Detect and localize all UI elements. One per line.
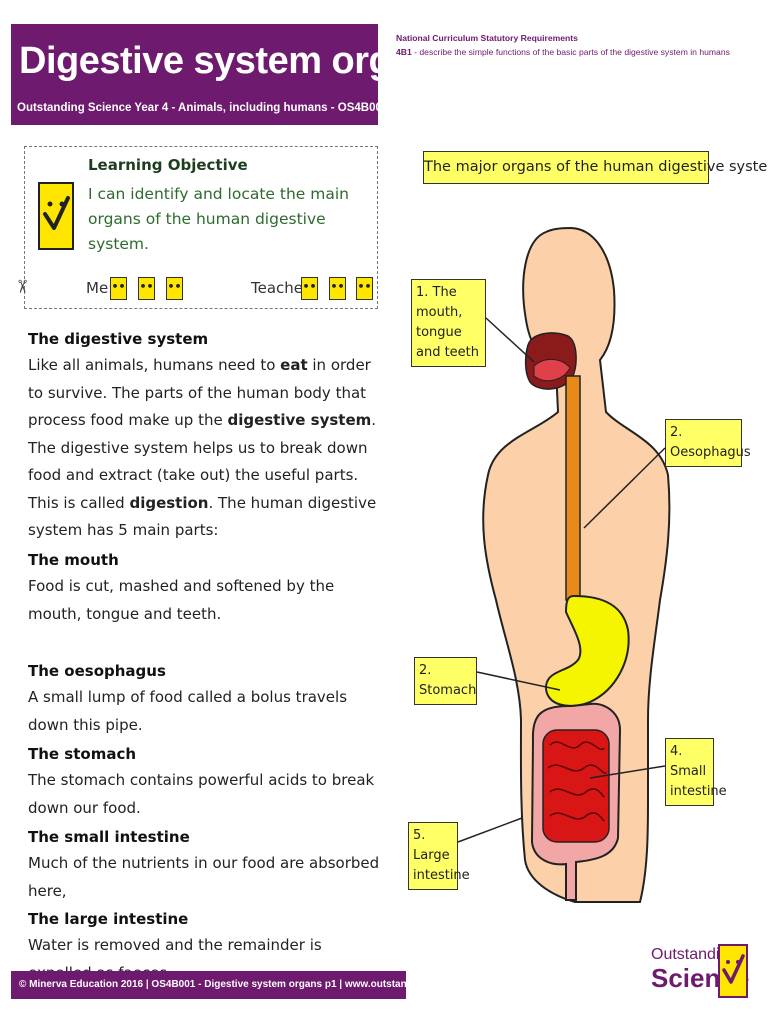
leader-mouth [485,317,535,363]
section-text: Like all animals, humans need to eat in … [28,352,388,545]
curriculum-requirement-text: - describe the simple functions of the b… [411,47,730,57]
title-banner: Digestive system organs Outstanding Scie… [11,24,456,125]
leader-stomach [476,671,561,691]
label-small-intestine: 4. Small intestine [665,738,727,806]
stomach-organ [544,594,630,707]
footer-bar: © Minerva Education 2016 | OS4B001 - Dig… [11,971,493,999]
leader-large-intestine [457,817,523,843]
me-smiley-icon[interactable]: •• [138,277,155,300]
curriculum-heading: National Curriculum Statutory Requiremen… [396,33,578,43]
text-run: in order to survive. The parts of the hu… [28,356,371,429]
section-digestive-system: The digestive system Like all animals, h… [28,326,388,545]
curriculum-note: National Curriculum Statutory Requiremen… [396,31,730,59]
teacher-smiley-icon[interactable]: •• [301,277,318,300]
tick-smiley-icon [718,944,748,998]
me-smiley-icon[interactable]: •• [110,277,127,300]
tick-smiley-icon [38,182,74,250]
teacher-smiley-icon[interactable]: •• [329,277,346,300]
bold-term: digestion [129,493,209,512]
label-large-intestine: 5. Large intestine [408,822,470,890]
section-heading: The digestive system [28,330,209,348]
section-small-intestine: The small intestine Much of the nutrient… [28,824,388,905]
section-stomach: The stomach The stomach contains powerfu… [28,741,388,822]
diagram-title: The major organs of the human digestive … [423,151,768,184]
text-run: . The human digestive system has 5 main … [28,493,377,540]
page-title: Digestive system organs [19,40,456,82]
learning-objective-box [24,146,378,309]
label-stomach: 2. Stomach [414,657,477,705]
section-text: Much of the nutrients in our food are ab… [28,854,380,900]
small-intestine-coils [547,741,607,822]
logo-line-1: Outstanding [651,946,738,963]
text-run: . The digestive system helps us to break… [28,411,377,512]
teacher-smiley-icon[interactable]: •• [356,277,373,300]
learning-objective-text: I can identify and locate the main organ… [88,185,349,253]
label-oesophagus: 2. Oesophagus [665,419,751,467]
me-smiley-icon[interactable]: •• [166,277,183,300]
curriculum-code: 4B1 [396,47,412,57]
bold-term: digestive system [227,411,372,429]
section-mouth: The mouth Food is cut, mashed and soften… [28,547,388,628]
section-heading: The oesophagus [28,662,166,680]
section-heading: The small intestine [28,828,190,846]
section-oesophagus: The oesophagus A small lump of food call… [28,658,388,739]
oesophagus-organ [565,375,581,601]
teacher-label: Teacher: [251,279,314,297]
page-subtitle: Outstanding Science Year 4 - Animals, in… [17,102,389,114]
me-label: Me: [86,279,114,297]
text-run: Like all animals, humans need to [28,356,281,374]
leader-small-intestine [589,765,666,779]
section-heading: The mouth [28,551,119,569]
bold-term: eat [280,356,308,374]
section-heading: The large intestine [28,910,189,928]
leader-oesophagus [583,447,666,529]
learning-objective-title: Learning Objective [88,156,248,174]
section-heading: The stomach [28,745,137,763]
section-text: Food is cut, mashed and softened by the … [28,577,335,623]
label-mouth: 1. The mouth, tongue and teeth [411,279,486,367]
tongue [533,359,571,382]
curriculum-requirement: 4B1 - describe the simple functions of t… [396,45,730,59]
section-text: A small lump of food called a bolus trav… [28,688,348,734]
section-text: The stomach contains powerful acids to b… [28,771,375,817]
